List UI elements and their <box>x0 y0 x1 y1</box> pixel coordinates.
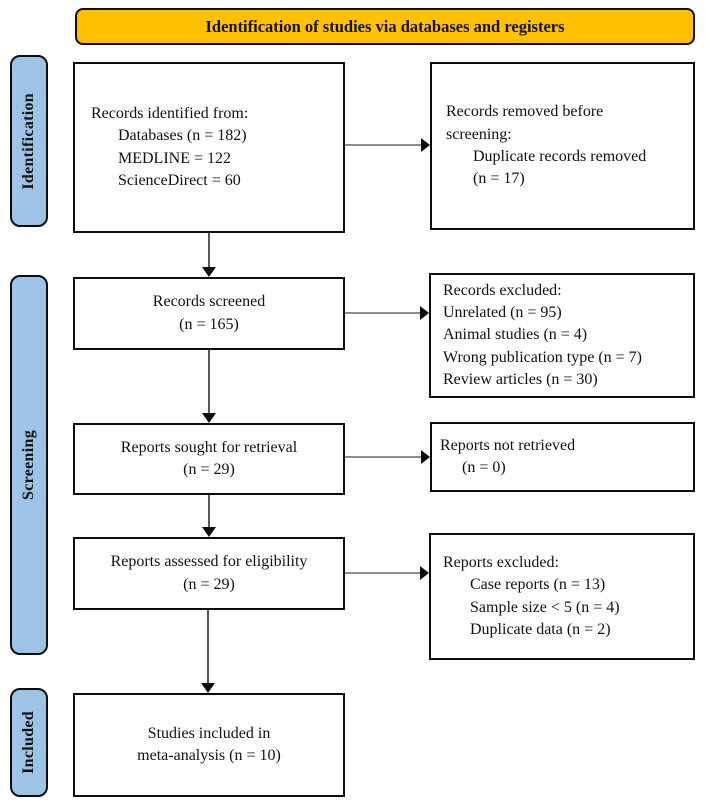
box-line: Wrong publication type (n = 7) <box>443 348 642 366</box>
arrow-sought-to-assessed <box>202 495 216 537</box>
box-reports-assessed: Reports assessed for eligibility (n = 29… <box>73 537 345 610</box>
box-line: (n = 165) <box>179 315 239 333</box>
box-line: Review articles (n = 30) <box>443 371 598 389</box>
box-line: screening: <box>446 125 512 143</box>
stage-label-included: Included <box>10 688 48 797</box>
box-line: Reports assessed for eligibility <box>110 553 308 571</box>
box-line: (n = 17) <box>473 170 525 188</box>
box-reports-sought: Reports sought for retrieval (n = 29) <box>73 423 345 495</box>
arrow-sought-to-not-retrieved <box>345 450 430 464</box>
box-reports-not-retrieved: Reports not retrieved (n = 0) <box>430 422 695 492</box>
box-line: Records identified from: <box>91 104 249 122</box>
box-line: Reports sought for retrieval <box>120 438 298 456</box>
arrow-screened-to-sought <box>202 350 216 423</box>
box-line: ScienceDirect = 60 <box>118 171 241 189</box>
banner-title: Identification of studies via databases … <box>205 16 565 36</box>
box-line: Reports not retrieved <box>440 436 576 454</box>
box-reports-excluded: Reports excluded: Case reports (n = 13) … <box>429 533 695 660</box>
box-studies-included: Studies included in meta-analysis (n = 1… <box>73 693 345 797</box>
box-line: Duplicate data (n = 2) <box>470 620 611 638</box>
stage-label-included-text: Included <box>20 711 37 774</box>
box-line: Animal studies (n = 4) <box>443 326 588 344</box>
arrow-assessed-to-included <box>201 610 215 693</box>
box-line: Studies included in <box>147 724 271 742</box>
box-records-excluded: Records excluded: Unrelated (n = 95) Ani… <box>429 273 695 398</box>
box-line: Records excluded: <box>443 281 562 299</box>
stage-label-identification-text: Identification <box>20 92 37 190</box>
box-records-identified: Records identified from: Databases (n = … <box>73 62 345 233</box>
arrow-assessed-to-excluded <box>345 566 429 580</box>
arrow-identified-to-removed <box>345 138 430 152</box>
box-line: (n = 0) <box>462 459 506 476</box>
box-line: Sample size < 5 (n = 4) <box>470 598 620 616</box>
box-line: MEDLINE = 122 <box>118 149 232 167</box>
stage-label-screening: Screening <box>10 275 48 655</box>
box-records-screened: Records screened (n = 165) <box>73 277 345 350</box>
box-line: Records screened <box>152 293 266 311</box>
banner: Identification of studies via databases … <box>75 8 695 45</box>
box-line: Records removed before <box>446 103 604 121</box>
box-records-removed: Records removed before screening: Duplic… <box>430 62 695 230</box>
box-line: Unrelated (n = 95) <box>443 303 562 321</box>
box-line: Databases (n = 182) <box>118 127 247 145</box>
stage-label-screening-text: Screening <box>20 430 37 500</box>
box-line: Duplicate records removed <box>473 148 647 165</box>
box-line: meta-analysis (n = 10) <box>137 747 281 764</box>
arrow-identified-to-screened <box>202 233 216 277</box>
box-line: Case reports (n = 13) <box>470 576 606 594</box>
box-line: (n = 29) <box>183 575 235 593</box>
box-line: (n = 29) <box>183 461 235 478</box>
stage-label-identification: Identification <box>10 55 48 227</box>
box-line: Reports excluded: <box>443 553 559 571</box>
arrow-screened-to-excluded <box>345 306 429 320</box>
